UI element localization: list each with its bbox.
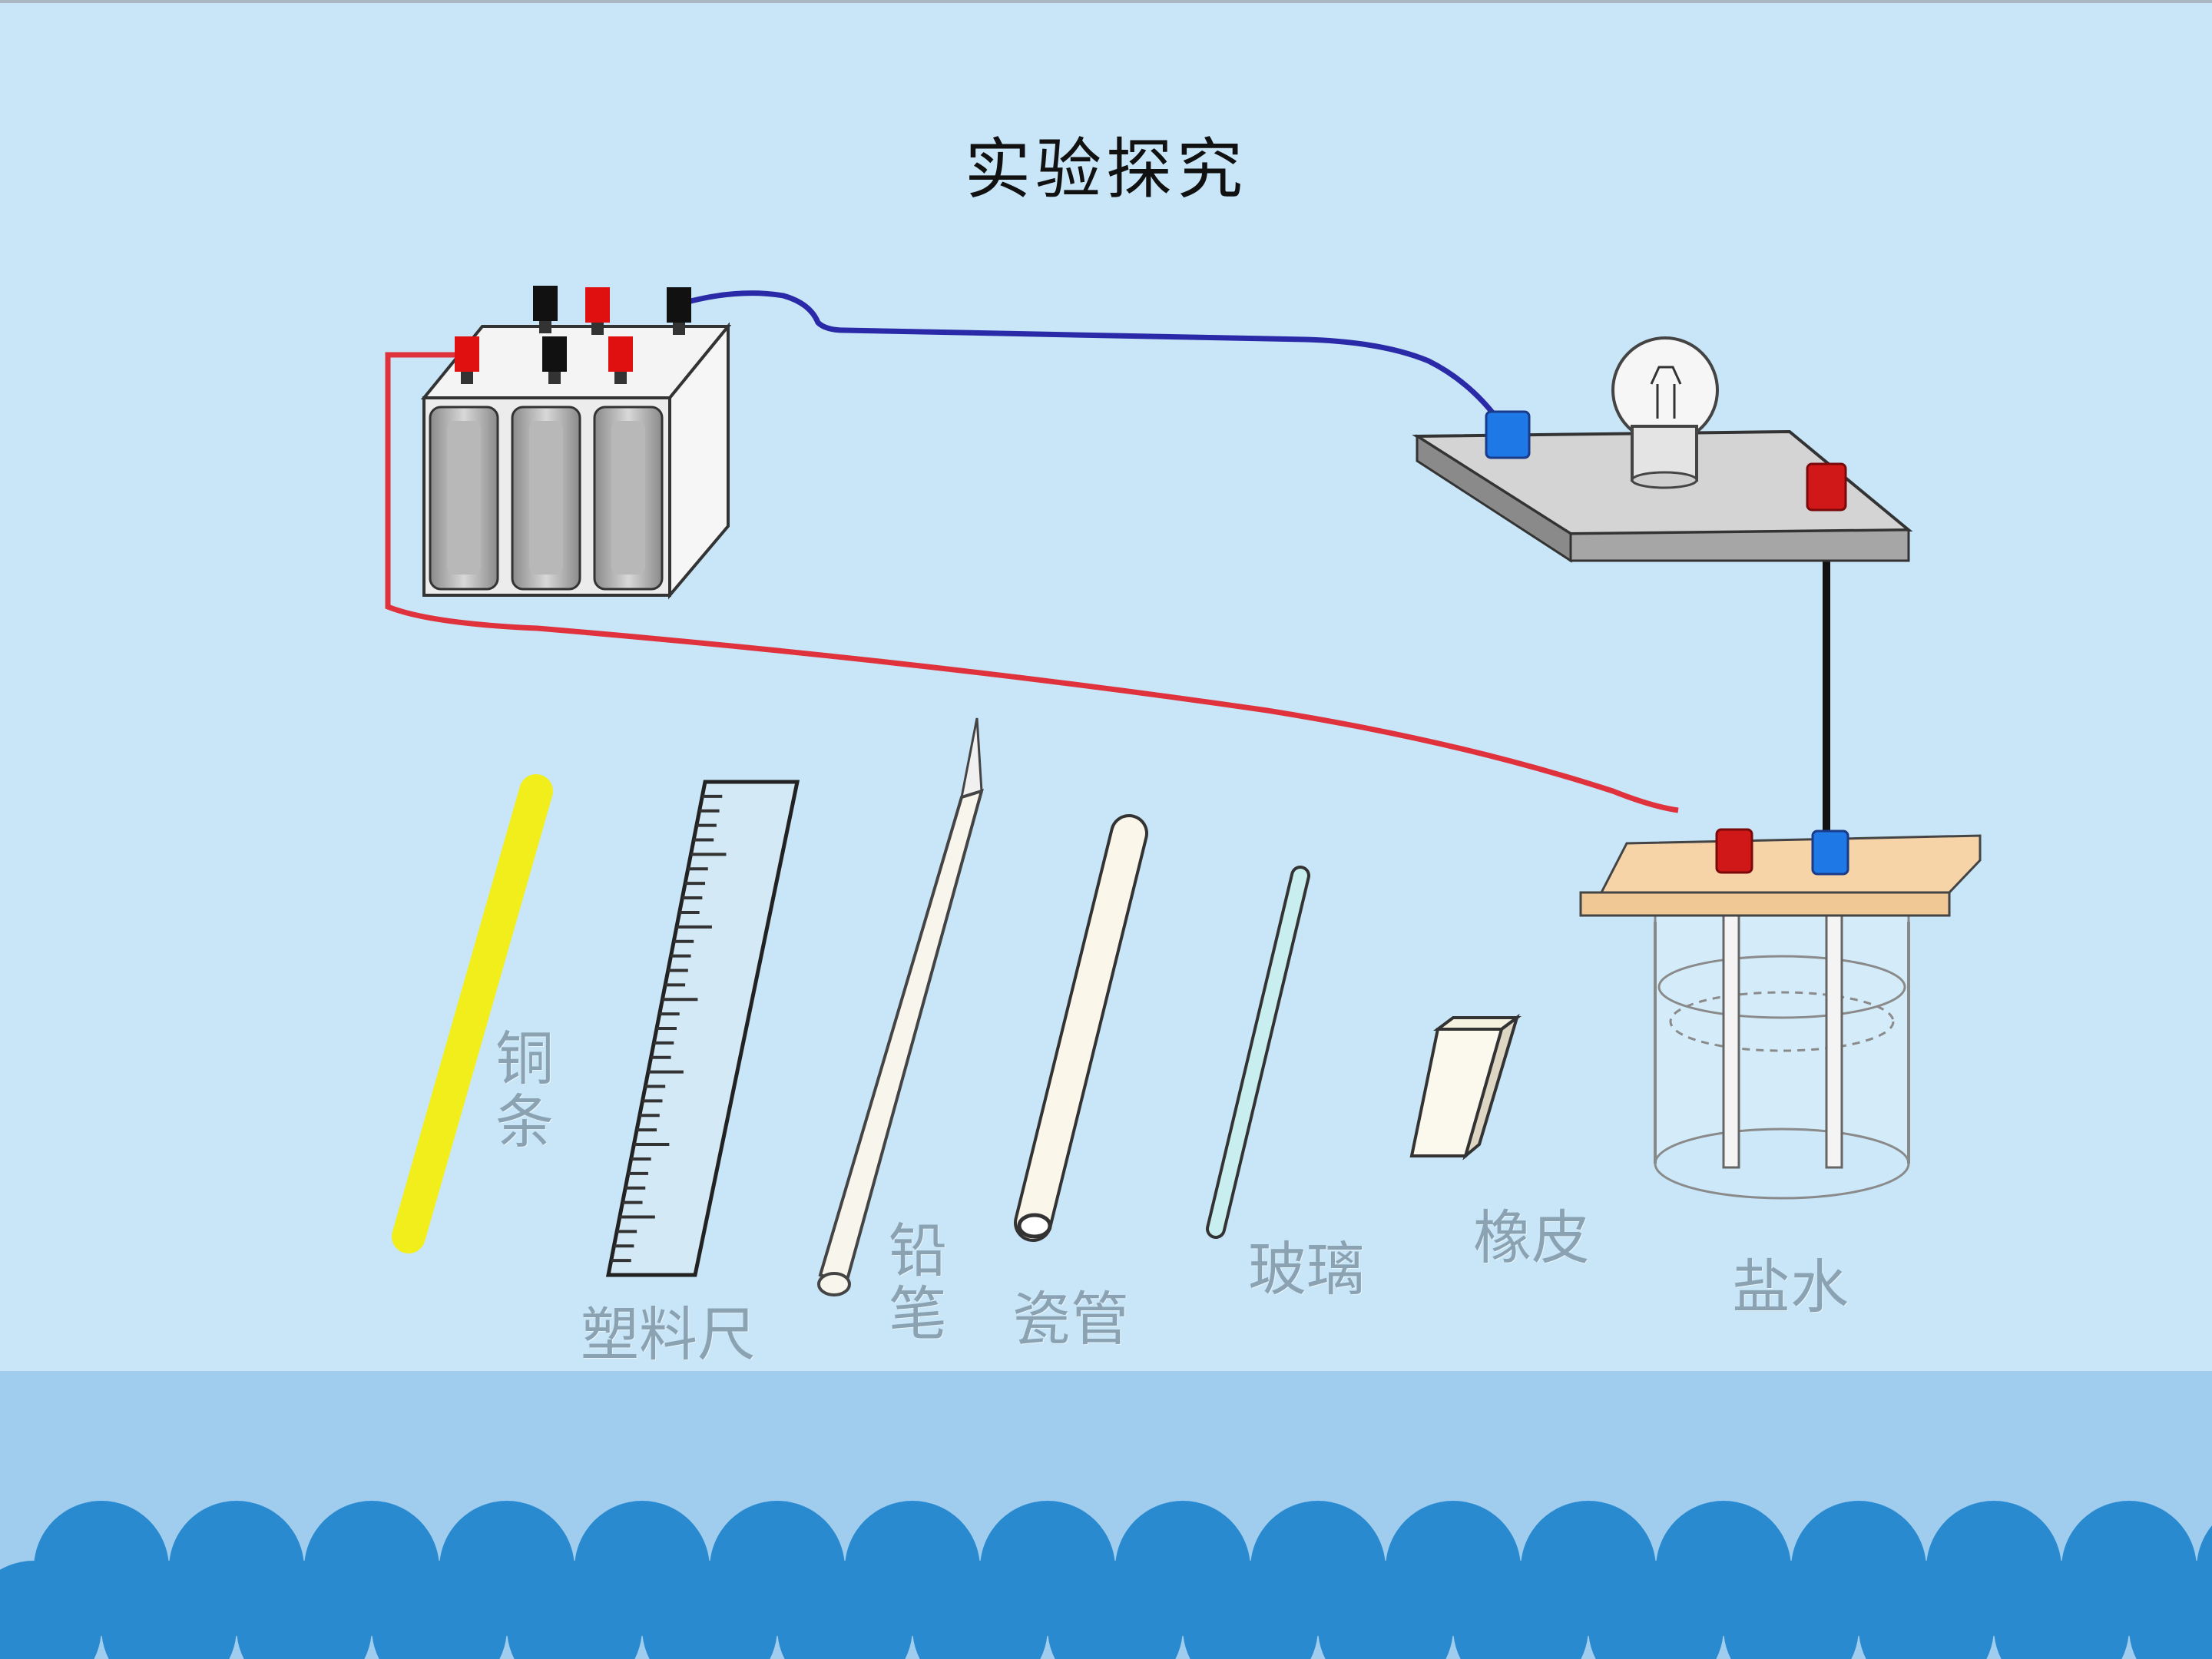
label-eraser: 橡皮 [1473,1204,1590,1272]
pencil [817,717,984,1296]
plastic-ruler [605,780,800,1277]
wave-scallop [1183,1561,1318,1659]
wave-scallop [1859,1561,1994,1659]
label-salt-water: 盐水 [1732,1253,1849,1321]
eraser [1409,1013,1522,1161]
wave-scallop [237,1561,372,1659]
top-edge [0,0,2212,3]
wave-scallop [642,1561,777,1659]
glass-rod [1206,866,1310,1239]
copper-strip [392,774,553,1253]
red-wire [385,352,1679,813]
lamp-board [1412,336,1913,563]
wave-scallop [1048,1561,1183,1659]
wave-scallop [1724,1561,1859,1659]
label-copper-strip: 铜条 [485,1028,554,1154]
slide-title: 实验探究 [965,131,1247,208]
wave-scallop [912,1561,1048,1659]
wave-scallop [507,1561,642,1659]
wave-scallop [1994,1561,2129,1659]
ceramic-tube [1014,814,1148,1242]
wave-scallop [1588,1561,1724,1659]
wave-decoration [0,1371,2212,1659]
wave-scallop [0,1561,101,1659]
wave-scallop [1318,1561,1453,1659]
wave-scallop [372,1561,507,1659]
wave-scallop [1453,1561,1588,1659]
wave-scallop [2129,1561,2212,1659]
beaker-salt-water [1579,828,1982,1200]
label-pencil: 铅笔 [879,1220,947,1346]
blue-wire [681,290,1508,432]
label-ceramic-tube: 瓷管 [1012,1285,1129,1353]
label-glass-rod: 玻璃 [1248,1235,1365,1303]
wave-scallop [777,1561,912,1659]
light-bulb-icon [1611,336,1719,489]
battery-pack [420,286,732,600]
label-plastic-ruler: 塑料尺 [581,1300,756,1369]
wave-scallop [101,1561,237,1659]
